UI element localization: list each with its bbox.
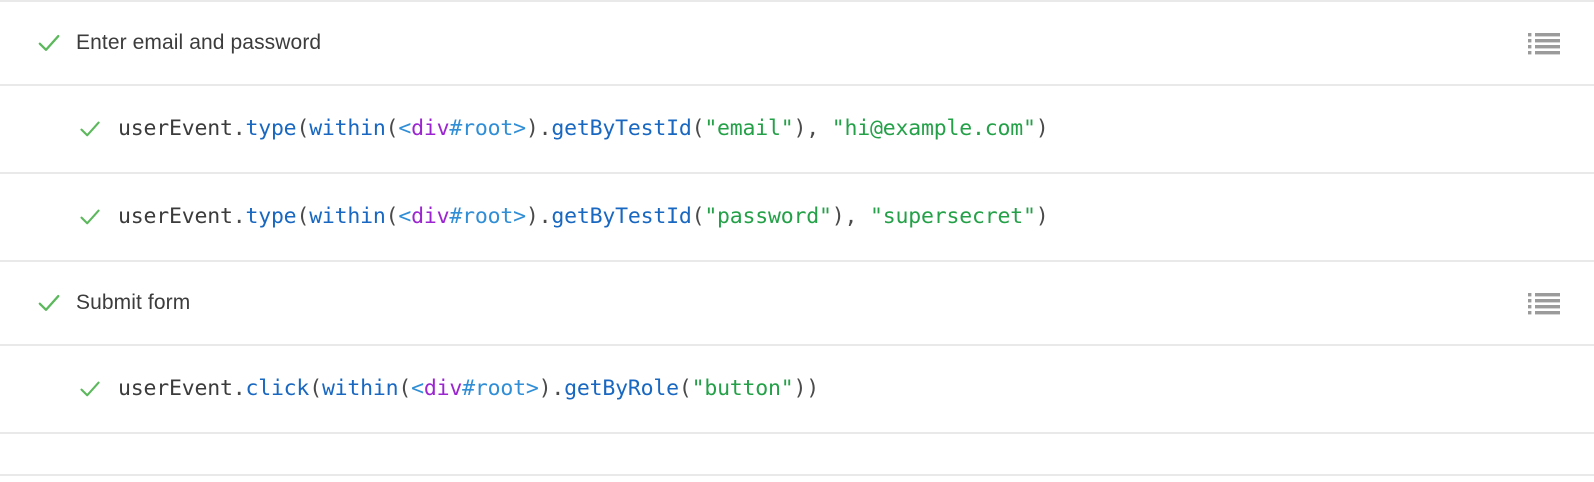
check-icon [38,34,60,51]
code-token-fn: within [309,204,386,230]
test-group-title: Enter email and password [76,31,322,54]
code-token-punct: ) [1035,116,1049,142]
code-token-tag: > [525,376,539,402]
code-token-elem: div [411,116,450,142]
test-step-row[interactable]: userEvent.type(within(<div#root>).getByT… [0,174,1594,262]
code-token-fn: type [245,116,297,142]
code-token-tag: #root [462,376,526,402]
code-token-punct: . [538,116,552,142]
code-token-tag: #root [449,204,514,230]
code-token-punct: ( [691,116,705,142]
code-token-punct: . [232,204,246,230]
code-token-punct: ) [793,116,807,142]
check-icon [80,121,100,137]
code-token-elem: div [423,376,463,402]
list-view-icon[interactable] [1528,31,1560,55]
row-actions[interactable] [1528,291,1560,315]
code-token-fn: click [245,376,310,402]
code-token-punct: ( [385,116,399,142]
code-token-punct: ) [806,376,820,402]
code-token-fn: type [245,204,297,230]
list-view-icon[interactable] [1528,291,1560,315]
test-step-row[interactable]: userEvent.click(within(<div#root>).getBy… [0,346,1594,434]
code-token-fn: within [309,116,386,142]
code-token-tag: > [513,116,526,142]
code-token-punct: ) [793,376,807,402]
code-token-tag: < [411,376,424,402]
code-token-plain: userEvent [118,116,233,142]
code-token-tag: < [398,204,412,230]
test-group-row[interactable]: Submit form [0,262,1594,346]
test-step-code: userEvent.type(within(<div#root>).getByT… [118,204,1049,230]
code-token-str: "supersecret" [870,204,1036,230]
test-step-row[interactable]: userEvent.type(within(<div#root>).getByT… [0,86,1594,174]
test-group-title: Submit form [76,291,191,314]
code-token-fn: getByTestId [551,116,692,142]
code-token-punct: ( [296,204,310,230]
code-token-punct: . [551,376,565,402]
check-icon [38,294,60,311]
code-token-punct: ) [525,204,539,230]
code-token-str: "password" [704,204,832,230]
test-group-row[interactable]: Enter email and password [0,2,1594,86]
code-token-punct: ( [385,204,399,230]
code-token-punct: ) [538,376,552,402]
code-token-tag: > [513,204,526,230]
code-token-tag: #root [449,116,514,142]
code-token-punct: ) [831,204,845,230]
code-token-punct: ) [525,116,539,142]
code-token-punct: . [232,116,246,142]
code-token-punct: ( [309,376,322,402]
code-token-punct: ( [678,376,692,402]
code-token-punct: ( [691,204,705,230]
code-token-fn: getByRole [564,376,679,402]
code-token-punct: , [806,116,832,142]
check-icon [80,209,100,225]
code-token-punct: . [232,376,246,402]
code-token-punct: , [844,204,871,230]
code-token-str: "button" [691,376,794,402]
code-token-tag: < [398,116,412,142]
code-token-elem: div [411,204,450,230]
test-step-code: userEvent.type(within(<div#root>).getByT… [118,116,1049,142]
test-step-code: userEvent.click(within(<div#root>).getBy… [118,378,819,400]
code-token-str: "email" [704,116,794,142]
code-token-fn: within [321,376,399,402]
code-token-punct: ( [398,376,412,402]
code-token-plain: userEvent [118,204,233,230]
code-token-punct: ) [1035,204,1049,230]
code-token-plain: userEvent [118,376,233,402]
list-scroll-tail [0,434,1594,476]
check-icon [80,381,100,397]
code-token-punct: . [538,204,552,230]
row-actions[interactable] [1528,31,1560,55]
code-token-str: "hi@example.com" [831,116,1036,142]
code-token-punct: ( [296,116,310,142]
code-token-fn: getByTestId [551,204,692,230]
